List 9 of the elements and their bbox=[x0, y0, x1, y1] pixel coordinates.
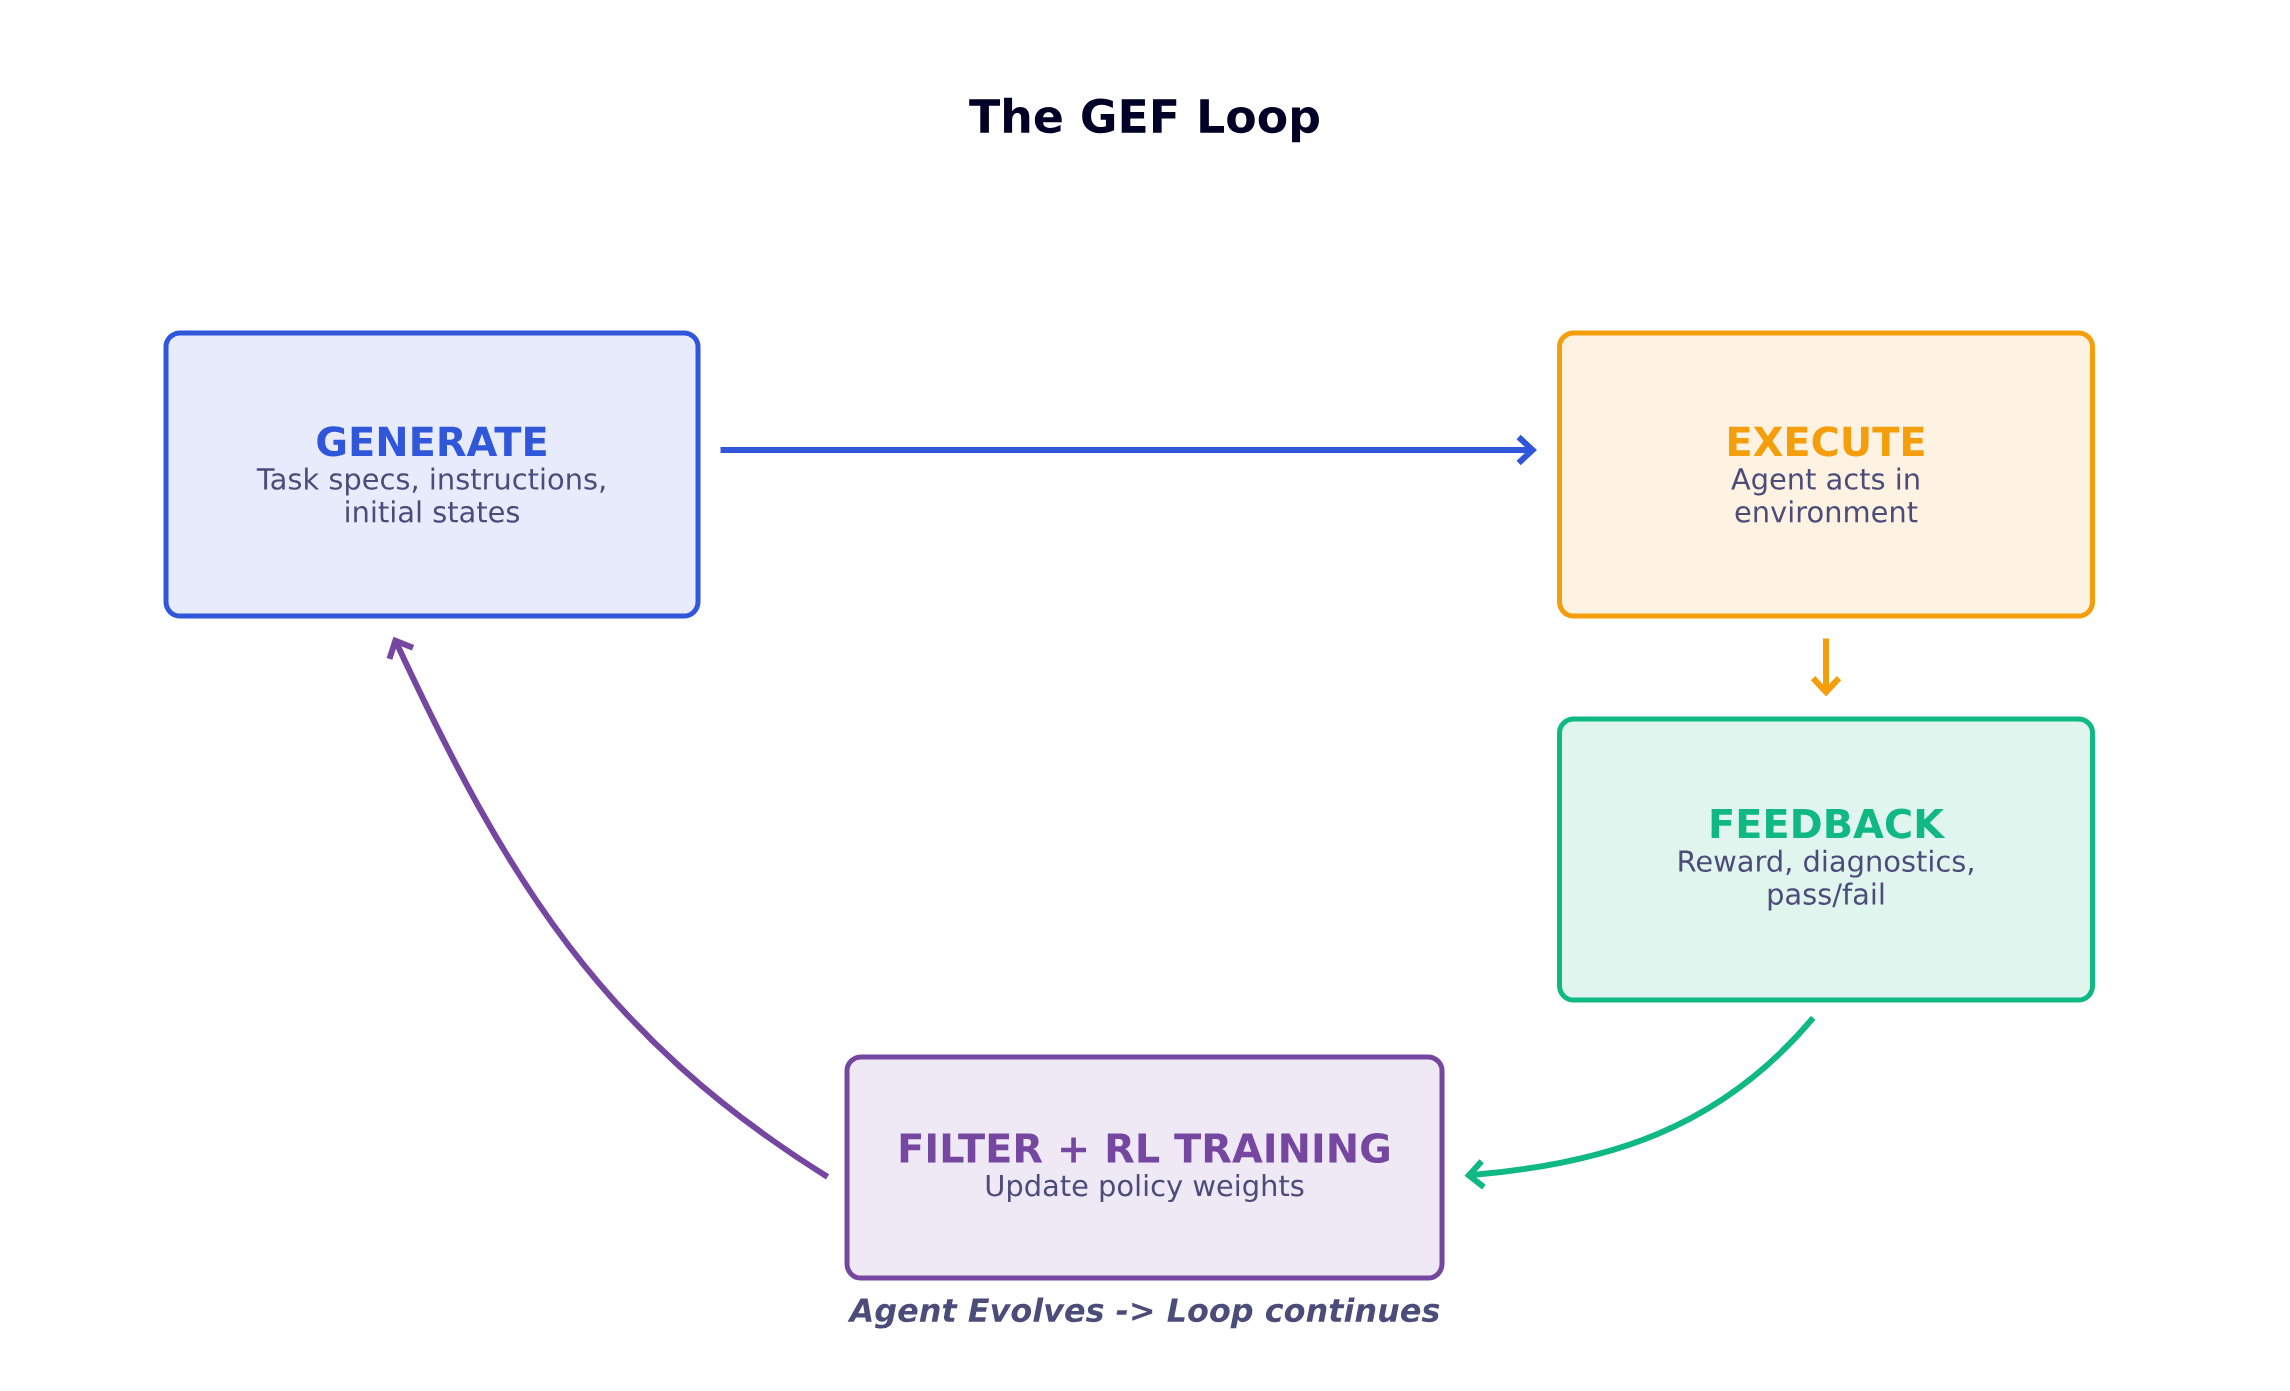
arrow bbox=[720, 434, 1537, 466]
process-box: GENERATE Task specs, instructions, initial states bbox=[163, 330, 701, 619]
caption: Agent Evolves -> Loop continues bbox=[847, 1297, 1440, 1329]
process-box: FILTER + RL TRAINING Update policy weights bbox=[844, 1054, 1445, 1281]
process-box: EXECUTE Agent acts in environment bbox=[1557, 330, 2096, 619]
process-box: FEEDBACK Reward, diagnostics, pass/fail bbox=[1557, 716, 2096, 1003]
arrow bbox=[1464, 1015, 1816, 1190]
title: The GEF Loop bbox=[969, 97, 1319, 143]
arrow bbox=[386, 636, 830, 1180]
